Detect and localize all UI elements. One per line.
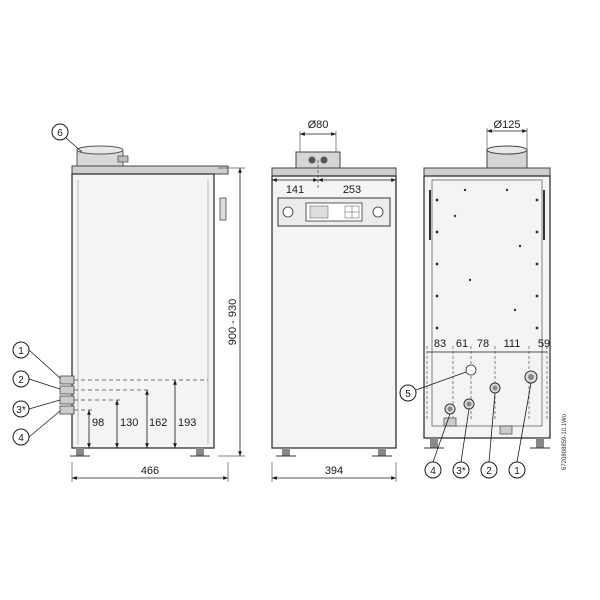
- dim-78: 78: [477, 338, 489, 350]
- dim-111: 111: [504, 338, 521, 350]
- dim-side-width: 466: [141, 465, 159, 477]
- dim-141: 141: [286, 184, 304, 196]
- rear-body: [423, 175, 551, 439]
- rear-callout-2: 2: [486, 466, 492, 477]
- dim-front-width: 394: [325, 465, 343, 477]
- callout-2: 2: [18, 375, 24, 386]
- port-5: [465, 364, 477, 376]
- dim-253: 253: [343, 184, 361, 196]
- side-top-lid: [71, 165, 229, 175]
- callout-6: 6: [57, 128, 63, 139]
- rear-flue-diameter: Ø125: [494, 119, 521, 131]
- rear-callout-3star: 3*: [456, 466, 466, 477]
- dim-193: 193: [178, 417, 196, 429]
- rear-callout-4: 4: [430, 466, 436, 477]
- dim-height: 900 - 930: [227, 299, 239, 345]
- callout-1: 1: [18, 346, 24, 357]
- callout-3star: 3*: [16, 405, 26, 416]
- side-view: 98 130 162 193 900 - 930 466 6 1 2 3* 4: [12, 123, 245, 482]
- callout-4: 4: [18, 433, 24, 444]
- dim-130: 130: [120, 417, 138, 429]
- rear-view: 83 61 78 111 59 Ø125 5: [399, 119, 568, 479]
- side-flue-top: [76, 145, 124, 155]
- dim-162: 162: [149, 417, 167, 429]
- front-view: Ø80 141 253 394: [271, 119, 397, 482]
- dim-59: 59: [538, 338, 550, 350]
- dim-83: 83: [434, 338, 446, 350]
- side-body: [71, 173, 215, 449]
- rear-callout-1: 1: [514, 466, 520, 477]
- dim-61: 61: [456, 338, 468, 350]
- side-flue-nub: [117, 155, 129, 163]
- callout-5: 5: [405, 389, 411, 400]
- front-flue-diameter: Ø80: [308, 119, 329, 131]
- figure-code: 6720808859-10.1Wo: [562, 413, 568, 470]
- dim-98: 98: [92, 417, 104, 429]
